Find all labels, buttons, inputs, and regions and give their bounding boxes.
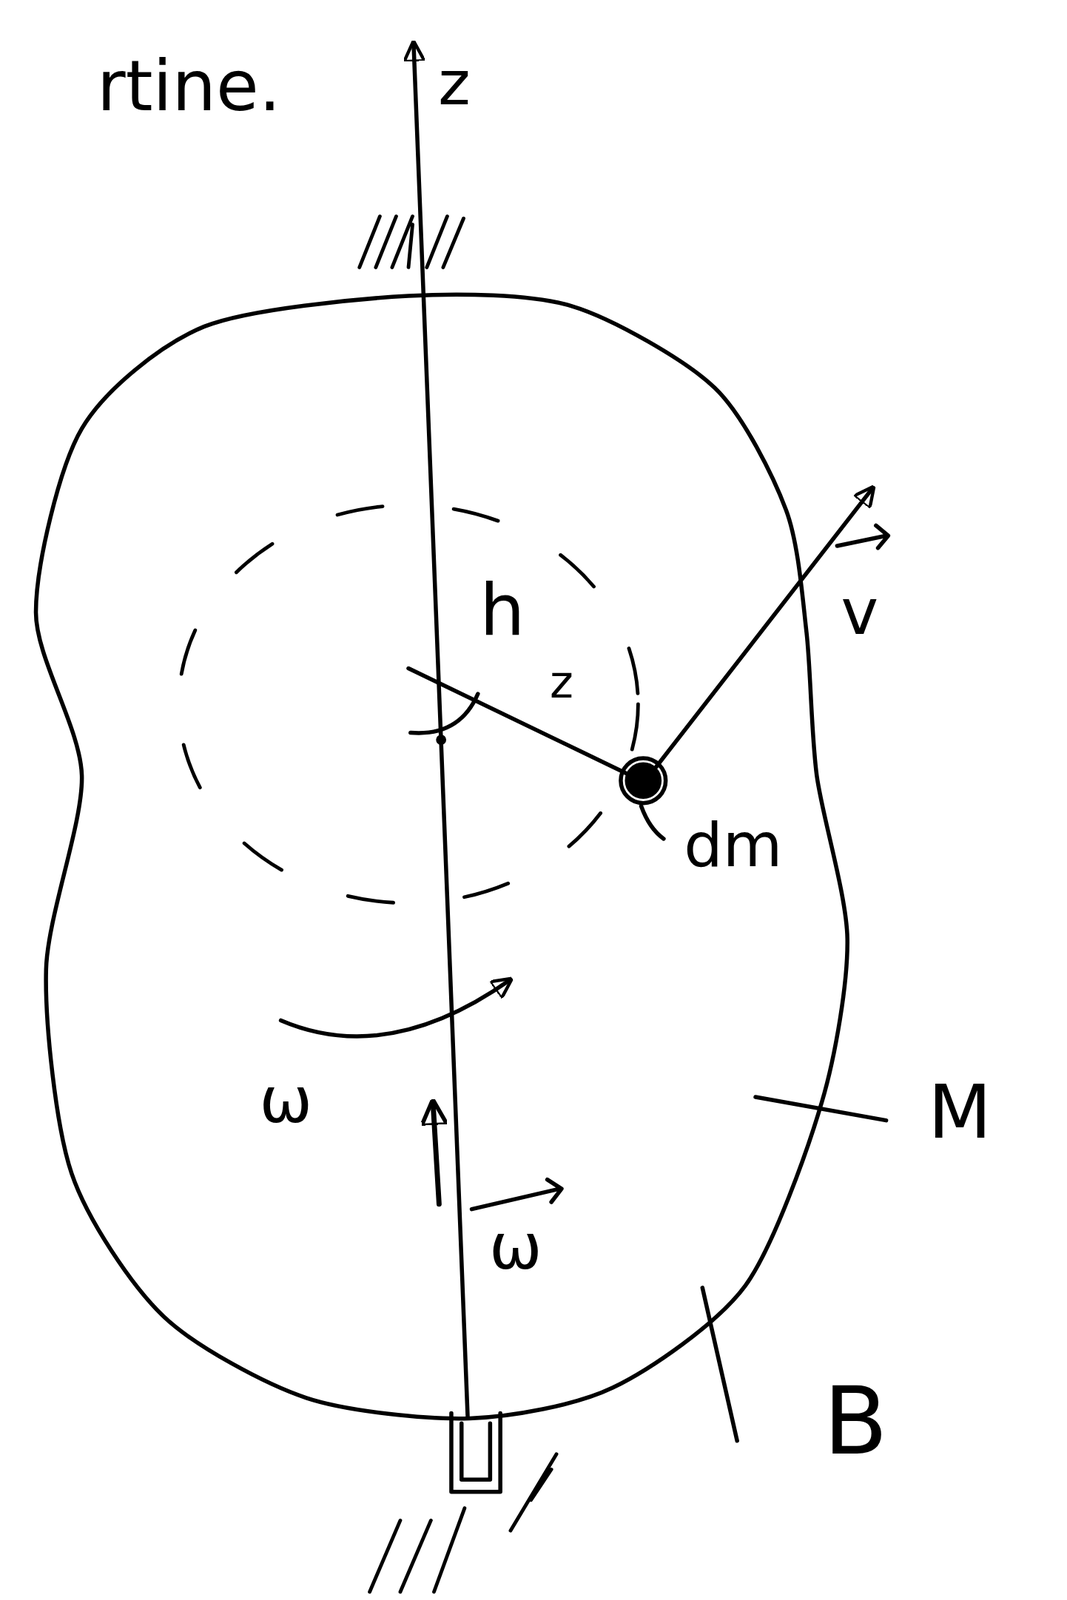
vector-arrow-mark [472,1180,562,1210]
dashed-circle-path [179,505,639,904]
angular-speed-label: ω [259,1069,313,1133]
vector-arrow-mark [836,525,888,548]
dm-leader [641,806,664,840]
right-angle-dot [438,736,444,743]
bottom-bearing [451,1414,501,1493]
mass-element-label: dm [683,814,783,877]
velocity-label: v [841,580,880,645]
subscript-label: z [549,659,574,705]
angular-velocity-label: ω [489,1215,543,1280]
velocity-arrow [653,487,874,771]
body-label: B [823,1374,888,1469]
omega-vector-arrow [432,1102,439,1205]
radius-line [408,668,635,779]
axis-label: z [438,53,470,115]
mass-label: M [927,1075,992,1150]
rotation-arrow [281,979,511,1037]
partial-word: rtine. [96,51,281,122]
right-angle-mark [410,694,479,734]
body-leader [702,1288,737,1442]
bottom-bearing-hatch [369,1454,557,1593]
top-bearing-hatch [359,216,464,268]
body-outline [36,294,848,1419]
mass-leader [755,1097,887,1122]
radius-label: h [479,574,525,647]
